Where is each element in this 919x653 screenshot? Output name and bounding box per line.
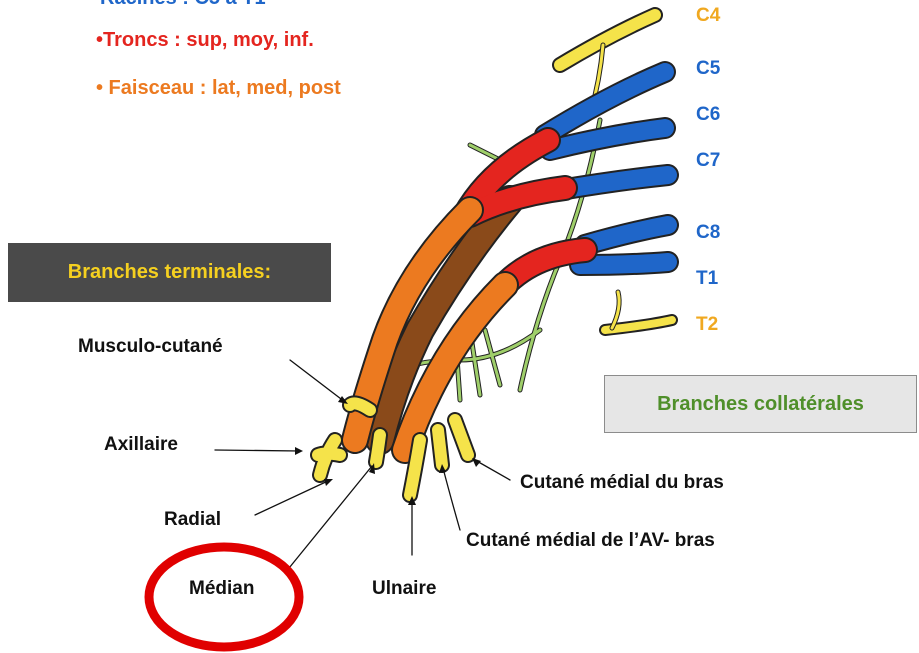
root-label-c8: C8 bbox=[696, 222, 720, 244]
label-musculo-cutane: Musculo-cutané bbox=[78, 336, 223, 358]
root-label-c7: C7 bbox=[696, 150, 720, 172]
root-label-c4: C4 bbox=[696, 5, 720, 27]
label-axillaire: Axillaire bbox=[104, 434, 178, 456]
label-cutane-medial-bras: Cutané médial du bras bbox=[520, 472, 724, 494]
root-label-t1: T1 bbox=[696, 268, 718, 290]
label-ulnaire: Ulnaire bbox=[372, 578, 436, 600]
root-label-t2: T2 bbox=[696, 314, 718, 336]
root-label-c6: C6 bbox=[696, 104, 720, 126]
label-radial: Radial bbox=[164, 509, 221, 531]
root-t2-nerve bbox=[605, 292, 672, 330]
terminal-branches-box: Branches terminales: bbox=[8, 243, 331, 302]
collateral-branches-box: Branches collatérales bbox=[604, 375, 917, 433]
label-cutane-medial-avbras: Cutané médial de l’AV- bras bbox=[466, 530, 715, 552]
root-label-c5: C5 bbox=[696, 58, 720, 80]
label-median: Médian bbox=[189, 578, 254, 600]
